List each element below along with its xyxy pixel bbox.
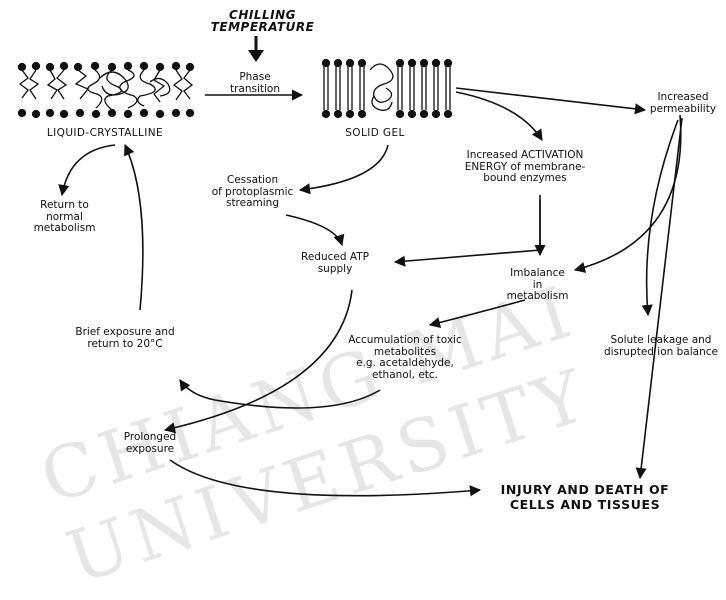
liquid-crystalline-label: LIQUID-CRYSTALLINE — [10, 128, 200, 140]
return-to-normal-label: Return to normal metabolism — [22, 200, 107, 235]
chilling-down-arrow — [248, 36, 264, 62]
phase-transition-label: Phase transition — [220, 72, 290, 95]
activation-energy-label: Increased ACTIVATION ENERGY of membrane-… — [455, 150, 595, 185]
solute-leakage-label: Solute leakage and disrupted ion balance — [596, 335, 726, 358]
increased-permeability-label: Increased permeability — [640, 92, 726, 115]
liquid-crystalline-membrane-icon — [19, 63, 194, 118]
imbalance-label: Imbalance in metabolism — [490, 268, 585, 303]
reduced-atp-label: Reduced ATP supply — [290, 252, 380, 275]
solid-gel-membrane-icon — [323, 60, 452, 118]
prolonged-exposure-label: Prolonged exposure — [110, 432, 190, 455]
injury-death-label: INJURY AND DEATH OF CELLS AND TISSUES — [470, 482, 700, 512]
solid-gel-label: SOLID GEL — [330, 128, 420, 140]
chilling-temperature-label: CHILLING TEMPERATURE — [175, 10, 350, 33]
brief-exposure-label: Brief exposure and return to 20°C — [55, 327, 195, 350]
accumulation-label: Accumulation of toxic metabolites e.g. a… — [330, 335, 480, 381]
cessation-label: Cessation of protoplasmic streaming — [205, 175, 300, 210]
